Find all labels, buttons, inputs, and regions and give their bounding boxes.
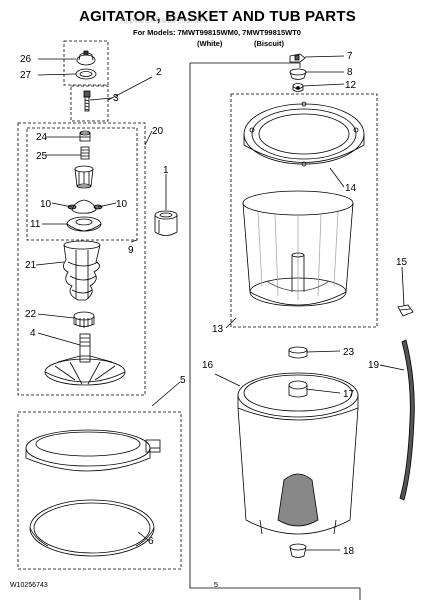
part-hose-icon	[399, 339, 415, 501]
part-agitator-base-icon	[44, 333, 126, 386]
part-spring-icon	[80, 146, 90, 160]
part-drive-block-icon	[288, 346, 308, 359]
callout-2: 2	[156, 67, 162, 78]
callout-18: 18	[343, 546, 355, 557]
group-box-cap	[63, 40, 109, 86]
part-hub-8-icon	[289, 68, 307, 80]
callout-7: 7	[347, 51, 353, 62]
part-bearing-icon	[154, 210, 178, 236]
part-cam-washer-icon	[66, 216, 102, 232]
callout-23: 23	[343, 347, 355, 358]
part-cap-icon	[76, 50, 96, 66]
page-number: 5	[214, 582, 218, 589]
part-basket-icon	[242, 190, 354, 307]
callout-22: 22	[25, 309, 37, 320]
part-balance-ring-icon	[25, 429, 161, 472]
leader-line-top	[190, 62, 301, 68]
doc-number: W10256743	[10, 582, 48, 589]
callout-13: 13	[212, 324, 224, 335]
variant-white: (White)	[197, 39, 223, 48]
callout-19: 19	[368, 360, 380, 371]
callout-9: 9	[128, 245, 134, 256]
callout-14: 14	[345, 183, 357, 194]
callout-16: 16	[202, 360, 214, 371]
callout-26: 26	[20, 54, 32, 65]
part-nut-12-icon	[292, 83, 304, 92]
group-box-ring	[17, 411, 182, 570]
callout-3: 3	[113, 93, 119, 104]
group-box-cam	[26, 127, 138, 241]
page-title: AGITATOR, BASKET AND TUB PARTS	[79, 8, 356, 25]
part-cam-body-icon	[74, 165, 94, 189]
part-bolt-icon	[83, 90, 91, 112]
group-box-basket	[230, 93, 378, 328]
callout-11: 11	[30, 219, 41, 230]
callout-21: 21	[25, 260, 37, 271]
part-cam-top-icon	[79, 130, 91, 142]
part-bushing-icon	[73, 311, 95, 328]
callout-12: 12	[345, 80, 357, 91]
part-outer-tub-icon	[237, 372, 359, 535]
part-basket-rim-icon	[243, 101, 365, 167]
callout-10-right: 10	[116, 199, 128, 210]
part-tub-ring-icon	[29, 499, 155, 557]
callout-25: 25	[36, 151, 48, 162]
part-dogs-icon	[67, 199, 103, 214]
models-line: For Models: 7MWT99815WM0, 7MWT99815WT0	[133, 28, 301, 37]
callout-6: 6	[148, 536, 154, 547]
callout-8: 8	[347, 67, 353, 78]
part-seal-ring-icon	[75, 68, 97, 80]
callout-4: 4	[30, 328, 36, 339]
watermark: AppliancePartsPros.com	[120, 16, 208, 25]
group-box-agitator	[17, 122, 146, 396]
callout-10-left: 10	[40, 199, 52, 210]
callout-20: 20	[152, 126, 164, 137]
leader-line-frame	[189, 63, 361, 600]
callout-27: 27	[20, 70, 32, 81]
part-auger-icon	[63, 240, 101, 301]
group-box-bolt	[70, 85, 109, 122]
part-clip-15-icon	[397, 304, 414, 317]
part-nut-7-icon	[289, 53, 306, 63]
variant-biscuit: (Biscuit)	[254, 39, 284, 48]
callout-1: 1	[163, 165, 169, 176]
callout-24: 24	[36, 132, 48, 143]
part-plug-18-icon	[289, 543, 307, 558]
callout-15: 15	[396, 257, 408, 268]
callout-17: 17	[343, 389, 355, 400]
callout-5: 5	[180, 375, 186, 386]
